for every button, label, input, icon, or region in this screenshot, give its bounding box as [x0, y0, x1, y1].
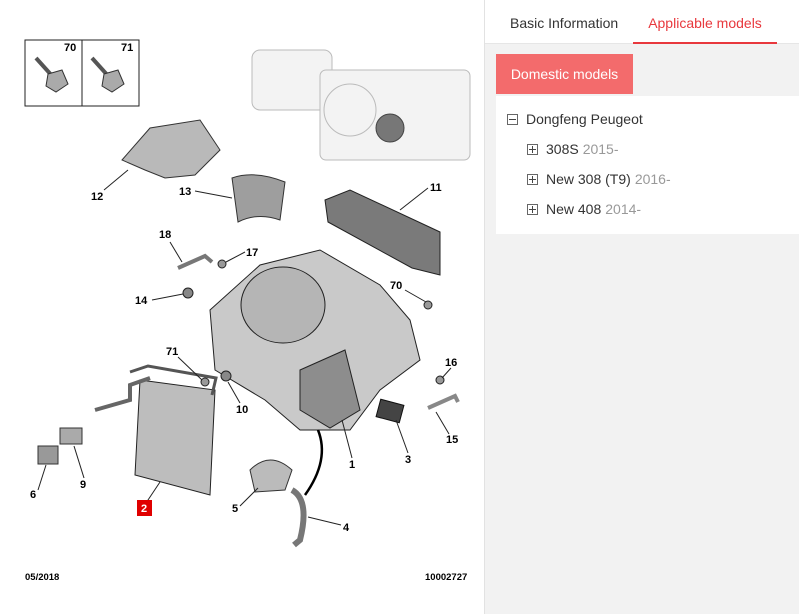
parts-diagram-svg: 70 71 12 13 11 18 17 14 70 71 10 16 15 1…: [24, 39, 471, 583]
part-6-clip: [37, 445, 59, 465]
part-label[interactable]: 12: [91, 191, 103, 203]
part-label[interactable]: 5: [232, 503, 238, 515]
part-4-hose: [290, 487, 307, 548]
part-label[interactable]: 11: [430, 182, 442, 194]
part-label[interactable]: 4: [343, 522, 350, 534]
part-label[interactable]: 15: [446, 434, 458, 446]
part-70-bolt: [423, 300, 433, 310]
model-name[interactable]: 308S: [546, 141, 579, 157]
part-label[interactable]: 71: [121, 42, 133, 54]
part-label[interactable]: 18: [159, 229, 171, 241]
part-label[interactable]: 17: [246, 247, 258, 259]
diagram-id: 10002727: [425, 572, 467, 583]
part-1-housing: [209, 249, 421, 431]
tab-applicable-models[interactable]: Applicable models: [633, 0, 777, 44]
part-label[interactable]: 70: [64, 42, 76, 54]
tab-basic-information[interactable]: Basic Information: [510, 15, 619, 31]
model-year: 2015-: [582, 141, 619, 157]
parts-diagram: 70 71 12 13 11 18 17 14 70 71 10 16 15 1…: [24, 39, 471, 583]
part-label[interactable]: 14: [135, 295, 148, 307]
part-14-grommet: [182, 287, 194, 299]
part-label[interactable]: 70: [390, 280, 402, 292]
part-label[interactable]: 16: [445, 357, 457, 369]
bolt-icon: [34, 56, 69, 93]
part-10-bushing: [220, 370, 232, 382]
part-9-clip: [59, 427, 83, 445]
info-panel: Basic Information Applicable models Dome…: [485, 0, 799, 614]
part-label[interactable]: 9: [80, 479, 86, 491]
part-5-drain: [249, 459, 293, 493]
model-name[interactable]: New 408: [546, 201, 602, 217]
selected-part-highlight: [137, 500, 152, 516]
model-year: 2016-: [634, 171, 671, 187]
part-label[interactable]: 13: [179, 186, 191, 198]
part-15-rod: [427, 393, 460, 410]
fastener-box-71: [81, 39, 140, 107]
brand-label[interactable]: Dongfeng Peugeot: [526, 111, 643, 127]
part-2-heater-core: [94, 364, 218, 496]
part-label[interactable]: 10: [236, 404, 248, 416]
background-assembly-sketch: [251, 49, 471, 161]
part-12-duct: [121, 119, 221, 179]
drain-line: [303, 429, 324, 496]
part-18-rod: [177, 253, 214, 270]
collapse-icon[interactable]: [507, 113, 518, 125]
expand-icon[interactable]: [527, 143, 538, 155]
part-71-bolt: [200, 377, 210, 387]
model-name[interactable]: New 308 (T9): [546, 171, 631, 187]
tree-node-brand: Dongfeng Peugeot: [507, 111, 643, 127]
model-year: 2014-: [605, 201, 642, 217]
part-label[interactable]: 1: [349, 459, 355, 471]
bolt-icon: [90, 56, 125, 93]
part-13-cover: [231, 174, 286, 223]
part-17-screw: [217, 259, 227, 269]
domestic-models-button[interactable]: Domestic models: [496, 54, 633, 94]
part-11-frame: [324, 189, 441, 276]
diagram-date: 05/2018: [25, 572, 59, 583]
part-label[interactable]: 3: [405, 454, 411, 466]
part-label[interactable]: 6: [30, 489, 36, 501]
tree-node-model: New 308 (T9)2016-: [527, 171, 671, 187]
part-label[interactable]: 71: [166, 346, 178, 358]
leader-lines: [37, 169, 452, 526]
expand-icon[interactable]: [527, 173, 538, 185]
part-label-selected[interactable]: 2: [141, 503, 147, 515]
expand-icon[interactable]: [527, 203, 538, 215]
pane-divider: [484, 0, 485, 614]
part-3-actuator: [375, 398, 405, 424]
tab-bar: Basic Information Applicable models: [485, 0, 799, 44]
